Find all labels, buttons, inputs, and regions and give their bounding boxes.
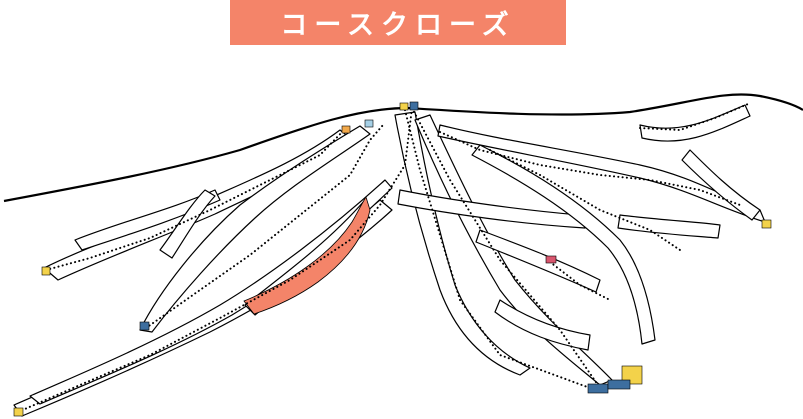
station-yellow-bottom [13,407,24,417]
station-red-mid [545,255,557,264]
right-trails [617,104,761,239]
central-trails [394,111,766,386]
station-blue-mid [139,321,150,331]
station-yellow-summit [399,102,409,111]
station-orange-top [341,125,351,134]
base-lodge-blue-2 [607,379,631,390]
base-lodge-blue-1 [587,383,609,394]
course-closed-banner: コースクローズ [230,0,566,45]
base-lodge-yellow [621,365,643,385]
closed-course[interactable] [243,196,371,315]
ridge-line [3,93,803,203]
station-blue-summit [409,101,419,111]
station-yellow-right [761,219,772,229]
course-closed-label: コースクローズ [280,10,516,41]
lift-stations [13,101,772,417]
left-ridge-trails [43,125,371,333]
lift-lines [17,103,749,413]
station-yellow-left [41,266,51,276]
station-lightblue-top [364,119,374,128]
